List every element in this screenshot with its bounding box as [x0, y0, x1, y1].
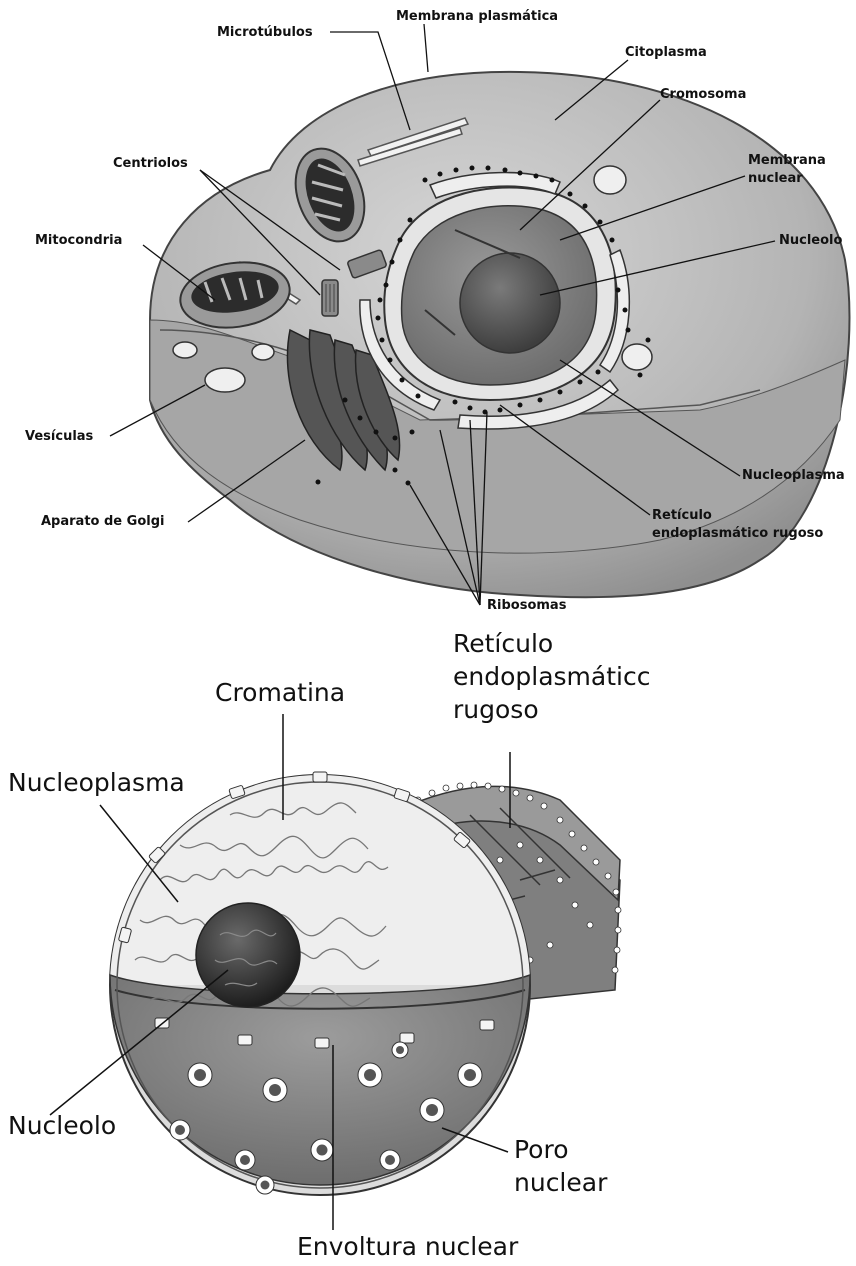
label-nucleoplasma-bottom: Nucleoplasma — [8, 766, 185, 799]
label-nucleoplasma-top: Nucleoplasma — [742, 467, 845, 484]
label-nucleolo-top: Nucleolo — [779, 232, 842, 249]
label-reticulo-bottom-3: rugoso — [453, 693, 539, 726]
label-cromosoma: Cromosoma — [660, 86, 746, 103]
label-reticulo-bottom-2: endoplasmáticc — [453, 660, 650, 693]
label-membrana-nuclear-1: Membrana — [748, 152, 826, 169]
label-citoplasma: Citoplasma — [625, 44, 707, 61]
label-reticulo-bottom-1: Retículo — [453, 627, 553, 660]
label-nucleolo-bottom: Nucleolo — [8, 1109, 116, 1142]
label-ribosomas: Ribosomas — [487, 597, 566, 614]
label-envoltura: Envoltura nuclear — [297, 1230, 518, 1263]
label-membrana-nuclear-2: nuclear — [748, 170, 803, 187]
nucleolus-shape — [196, 903, 300, 1007]
label-microtubulos: Microtúbulos — [217, 24, 313, 41]
nucleus-shape — [384, 187, 616, 400]
label-reticulo-top-2: endoplasmático rugoso — [652, 525, 823, 542]
label-mitocondria: Mitocondria — [35, 232, 122, 249]
label-reticulo-top-1: Retículo — [652, 507, 712, 524]
label-vesiculas: Vesículas — [25, 428, 93, 445]
animal-cell — [110, 24, 849, 605]
label-poro-1: Poro — [514, 1133, 569, 1166]
label-membrana-plasmatica: Membrana plasmática — [396, 8, 558, 25]
label-aparato-golgi: Aparato de Golgi — [41, 513, 164, 530]
label-poro-2: nuclear — [514, 1166, 607, 1199]
label-centriolos: Centriolos — [113, 155, 188, 172]
label-cromatina: Cromatina — [215, 676, 345, 709]
